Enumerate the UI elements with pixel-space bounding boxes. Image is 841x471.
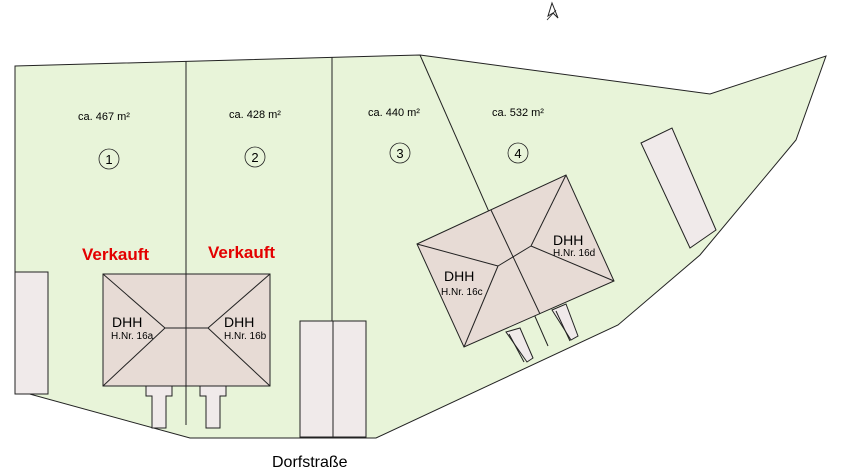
plot-3-number: 3 bbox=[396, 146, 403, 161]
plot-3-marker bbox=[389, 142, 411, 164]
garage-left bbox=[14, 271, 49, 395]
house-16b-number: H.Nr. 16b bbox=[224, 331, 267, 342]
house-16c-16d bbox=[416, 174, 615, 363]
house-16a-number: H.Nr. 16a bbox=[111, 331, 154, 342]
plot-3-area: ca. 440 m² bbox=[368, 107, 420, 119]
house-16c-type: DHH bbox=[444, 268, 474, 284]
house-16a-16b bbox=[102, 273, 271, 429]
garage-plot-4 bbox=[640, 127, 717, 249]
house-16d-type: DHH bbox=[553, 232, 583, 248]
plot-2-status: Verkauft bbox=[208, 243, 275, 262]
plot-4-number: 4 bbox=[514, 146, 521, 161]
house-16a-type: DHH bbox=[112, 314, 142, 330]
plot-2-number: 2 bbox=[251, 150, 258, 165]
north-arrow-icon bbox=[546, 1, 559, 21]
plot-4-marker bbox=[507, 142, 529, 164]
house-16d-number: H.Nr. 16d bbox=[553, 248, 595, 259]
house-16c-number: H.Nr. 16c bbox=[441, 287, 483, 298]
house-16b-type: DHH bbox=[224, 314, 254, 330]
street-name: Dorfstraße bbox=[272, 454, 348, 471]
plot-1-number: 1 bbox=[105, 152, 112, 167]
plot-4-area: ca. 532 m² bbox=[492, 107, 544, 119]
plot-2-area: ca. 428 m² bbox=[229, 109, 281, 121]
plot-2-marker bbox=[244, 146, 266, 168]
plot-1-area: ca. 467 m² bbox=[78, 111, 130, 123]
plot-1-marker bbox=[98, 148, 120, 170]
plot-1-status: Verkauft bbox=[82, 245, 149, 264]
